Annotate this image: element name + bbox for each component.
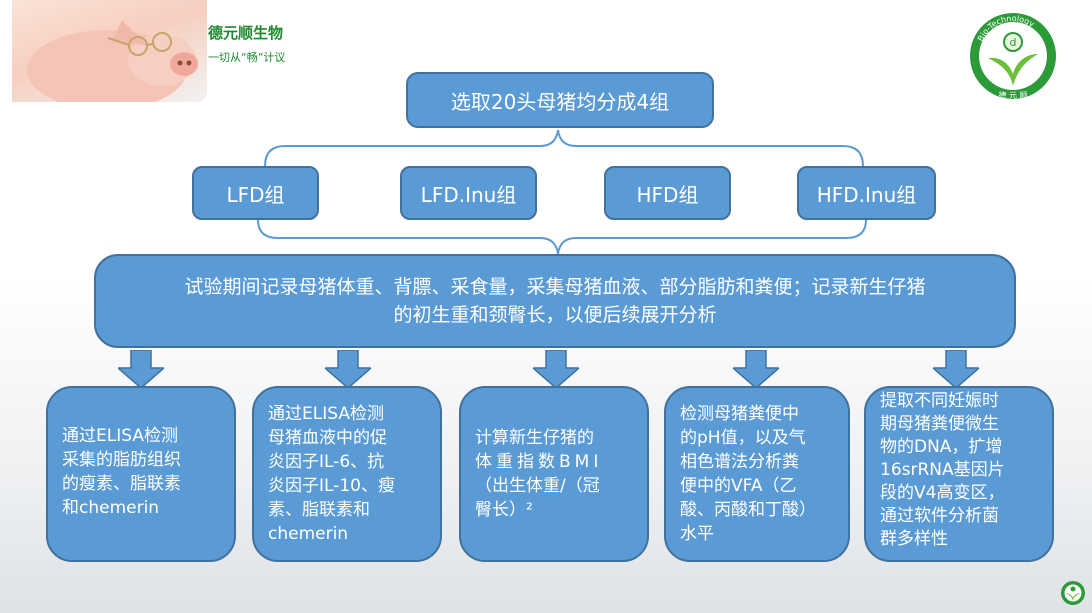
analysis-line: 16srRNA基因片 [880, 460, 1005, 480]
group-box-hfd-inu: HFD.Inu组 [797, 166, 936, 220]
analysis-line: 炎因子IL-10、瘦 [268, 476, 395, 496]
analysis-line: 体重指数BMI [475, 452, 603, 472]
record-line-1: 试验期间记录母猪体重、背膘、采食量，采集母猪血液、部分脂肪和粪便；记录新生仔猪 [184, 276, 926, 298]
down-arrow-icon [118, 350, 164, 388]
down-arrow-icon [325, 350, 371, 388]
svg-text:d: d [1010, 36, 1017, 49]
brace-groups-to-record [257, 219, 867, 255]
analysis-line: 炎因子IL-6、抗 [268, 452, 385, 472]
analysis-line: 和chemerin [62, 498, 160, 518]
down-arrow-icon [533, 350, 579, 388]
analysis-line: 母猪血液中的促 [268, 428, 387, 448]
logo-bottom-text: 德 元 顺 [998, 90, 1027, 100]
analysis-line: 通过ELISA检测 [62, 426, 178, 446]
analysis-line: 的瘦素、脂联素 [62, 474, 181, 494]
analysis-line: 水平 [680, 524, 714, 544]
analysis-line: 期母猪粪便微生 [880, 414, 999, 434]
brand-name: 德元顺生物 [208, 24, 284, 42]
pig-illustration [27, 20, 198, 102]
group-label: LFD组 [226, 182, 285, 207]
analysis-box-bmi: 计算新生仔猪的 体重指数BMI （出生体重/（冠 臀长）² [459, 386, 649, 562]
corner-logo-icon [1060, 580, 1086, 606]
group-label: LFD.Inu组 [420, 182, 517, 207]
record-box: 试验期间记录母猪体重、背膘、采食量，采集母猪血液、部分脂肪和粪便；记录新生仔猪 … [94, 254, 1016, 348]
company-logo: d Bio-Technology 德 元 顺 [968, 8, 1058, 104]
analysis-line: 检测母猪粪便中 [680, 404, 799, 424]
group-box-lfd: LFD组 [192, 166, 319, 220]
pig-photo [12, 0, 207, 102]
analysis-box-adipose-elisa: 通过ELISA检测 采集的脂肪组织 的瘦素、脂联素 和chemerin [46, 386, 236, 562]
group-label: HFD.Inu组 [816, 182, 917, 207]
brand-slogan: 一切从“畅”计议 [208, 51, 286, 64]
analysis-line: 物的DNA，扩增 [880, 437, 1003, 457]
group-label: HFD组 [636, 182, 699, 207]
analysis-line: 计算新生仔猪的 [475, 428, 594, 448]
analysis-line: 酸、丙酸和丁酸） [680, 500, 816, 520]
analysis-line: 便中的VFA（乙 [680, 476, 797, 496]
root-label: 选取20头母猪均分成4组 [450, 89, 670, 114]
down-arrow-icon [933, 350, 979, 388]
analysis-box-blood-elisa: 通过ELISA检测 母猪血液中的促 炎因子IL-6、抗 炎因子IL-10、瘦 素… [252, 386, 442, 562]
group-box-lfd-inu: LFD.Inu组 [400, 166, 537, 220]
group-box-hfd: HFD组 [604, 166, 731, 220]
analysis-line: 臀长）² [475, 500, 533, 520]
analysis-line: （出生体重/（冠 [475, 476, 600, 496]
brace-root-to-groups [264, 129, 864, 167]
analysis-line: 群多样性 [880, 529, 948, 549]
record-line-2: 的初生重和颈臀长，以便后续展开分析 [393, 304, 717, 326]
analysis-box-microbiota: 提取不同妊娠时 期母猪粪便微生 物的DNA，扩增 16srRNA基因片 段的V4… [864, 386, 1054, 562]
analysis-line: 通过ELISA检测 [268, 404, 384, 424]
analysis-line: 采集的脂肪组织 [62, 450, 181, 470]
analysis-box-feces-vfa: 检测母猪粪便中 的pH值，以及气 相色谱法分析粪 便中的VFA（乙 酸、丙酸和丁… [664, 386, 850, 562]
analysis-line: 素、脂联素和 [268, 500, 370, 520]
analysis-line: 提取不同妊娠时 [880, 391, 999, 411]
brand-block: 德元顺生物 一切从“畅”计议 [208, 22, 285, 65]
down-arrow-icon [733, 350, 779, 388]
analysis-line: 通过软件分析菌 [880, 506, 999, 526]
analysis-line: 段的V4高变区， [880, 483, 1005, 503]
analysis-line: 相色谱法分析粪 [680, 452, 799, 472]
analysis-line: 的pH值，以及气 [680, 428, 806, 448]
analysis-line: chemerin [268, 524, 349, 544]
root-box: 选取20头母猪均分成4组 [406, 72, 714, 128]
